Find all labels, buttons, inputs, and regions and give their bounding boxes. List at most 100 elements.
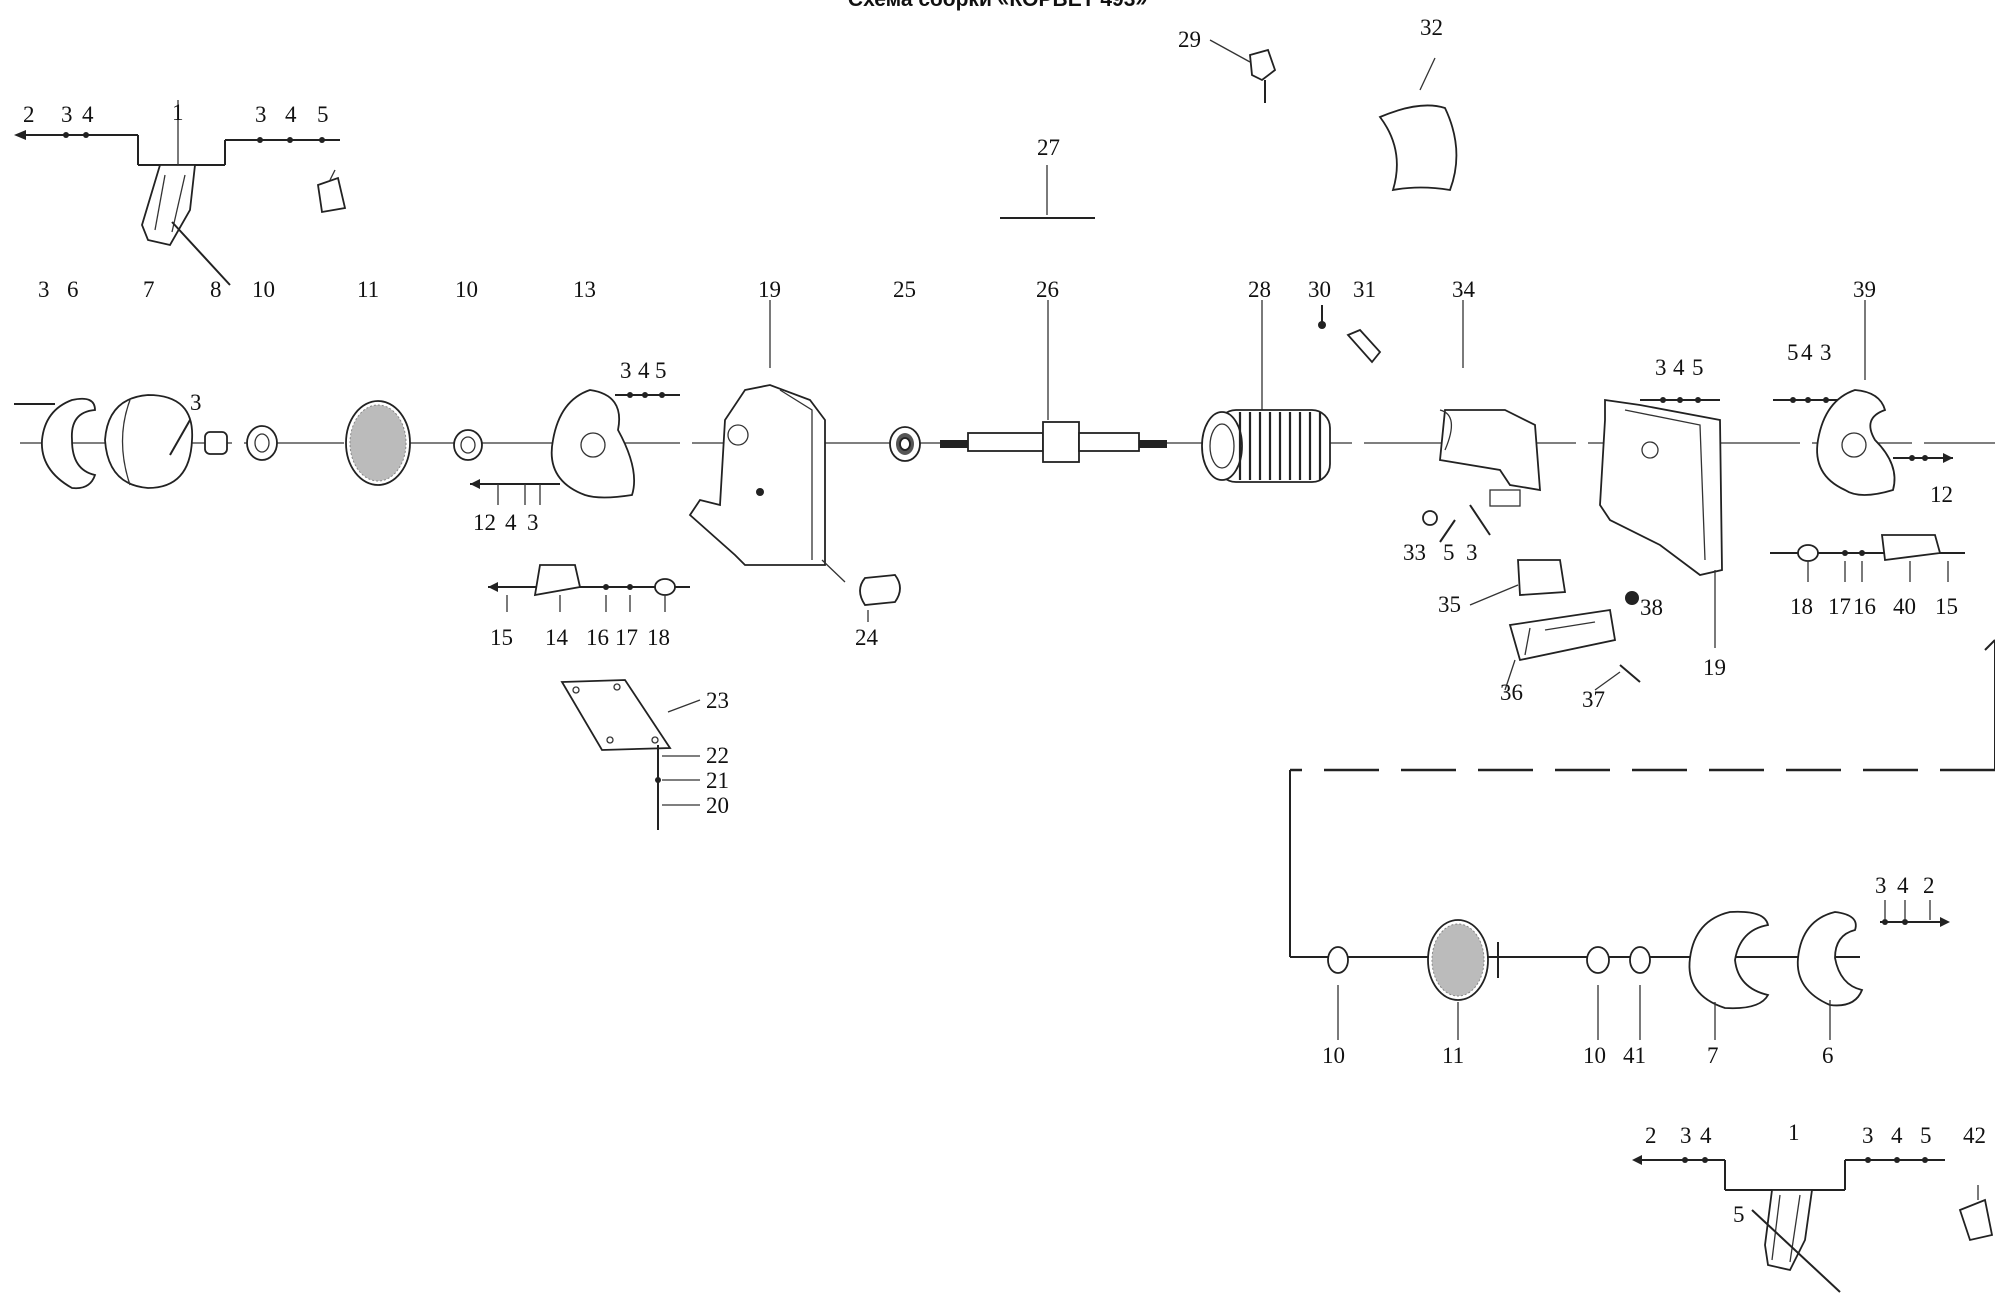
label-part-42: 42 — [1963, 1123, 1986, 1148]
part-23-plate — [560, 679, 701, 830]
label-part-3: 3 — [255, 102, 267, 127]
diagram-title: Схема сборки «КОРВЕТ 493» — [0, 0, 1995, 10]
connection-path — [1289, 639, 1995, 958]
part-13-guard — [470, 389, 680, 505]
lower-part-10-washer — [1327, 946, 1349, 1040]
label-part-28: 28 — [1248, 277, 1271, 302]
part-40-toolrest — [1770, 534, 1965, 582]
lower-part-11-wheel — [1427, 919, 1499, 1040]
part-19-right-housing — [1599, 397, 1723, 648]
part-39-right-guard — [1773, 300, 1953, 496]
label-part-5: 5 — [655, 358, 667, 383]
label-part-39: 39 — [1853, 277, 1876, 302]
lower-part-10-washer-2 — [1586, 946, 1610, 1040]
part-38-nut — [1625, 591, 1639, 605]
label-part-12: 12 — [473, 510, 496, 535]
part-29-plug — [1209, 39, 1277, 103]
label-part-20: 20 — [706, 793, 729, 818]
label-part-29: 29 — [1178, 27, 1201, 52]
label-part-10: 10 — [1322, 1043, 1345, 1068]
label-part-15: 15 — [1935, 594, 1958, 619]
label-part-25: 25 — [893, 277, 916, 302]
part-7-cover — [104, 394, 193, 489]
label-part-3: 3 — [61, 102, 73, 127]
label-part-11: 11 — [1442, 1043, 1464, 1068]
label-part-4: 4 — [1801, 340, 1813, 365]
part-labels: 2 3 4 1 3 4 5 29 32 27 3 6 7 8 10 11 10 … — [23, 15, 1986, 1227]
label-part-3: 3 — [1466, 540, 1478, 565]
label-part-38: 38 — [1640, 595, 1663, 620]
label-part-11: 11 — [357, 277, 379, 302]
label-part-3: 3 — [1875, 873, 1887, 898]
part-31-switch — [1346, 328, 1382, 364]
label-part-30: 30 — [1308, 277, 1331, 302]
label-part-34: 34 — [1452, 277, 1476, 302]
label-part-2: 2 — [1923, 873, 1935, 898]
part-36-bracket — [1504, 608, 1617, 691]
label-part-16: 16 — [1853, 594, 1876, 619]
label-part-17: 17 — [615, 625, 638, 650]
label-part-13: 13 — [573, 277, 596, 302]
label-part-26: 26 — [1036, 277, 1059, 302]
label-part-31: 31 — [1353, 277, 1376, 302]
label-part-6: 6 — [67, 277, 79, 302]
label-part-8: 8 — [210, 277, 222, 302]
label-part-15: 15 — [490, 625, 513, 650]
label-part-37: 37 — [1582, 687, 1605, 712]
lower-part-41-nut — [1629, 946, 1651, 1040]
label-part-27: 27 — [1037, 135, 1060, 160]
label-part-4: 4 — [1891, 1123, 1903, 1148]
part-24-capacitor — [859, 574, 901, 622]
lower-part-7-cover — [1688, 910, 1770, 1040]
label-part-1: 1 — [172, 100, 184, 125]
label-part-18: 18 — [1790, 594, 1813, 619]
part-19-housing — [688, 300, 846, 583]
part-25-bearing — [889, 426, 921, 462]
label-part-3: 3 — [620, 358, 632, 383]
label-part-3: 3 — [190, 390, 202, 415]
part-32-cover — [1378, 57, 1458, 192]
part-10-washer-2 — [453, 429, 483, 461]
label-part-10: 10 — [1583, 1043, 1606, 1068]
label-part-4: 4 — [638, 358, 650, 383]
label-part-5: 5 — [1787, 340, 1799, 365]
label-part-23: 23 — [706, 688, 729, 713]
part-6-guard — [14, 397, 97, 490]
part-27-shaft — [1000, 165, 1095, 219]
label-part-5: 5 — [317, 102, 329, 127]
label-part-7: 7 — [143, 277, 155, 302]
lower-part-6-guard — [1796, 911, 1864, 1040]
label-part-5: 5 — [1920, 1123, 1932, 1148]
label-part-17: 17 — [1828, 594, 1851, 619]
label-part-32: 32 — [1420, 15, 1443, 40]
part-10-washer — [246, 425, 278, 461]
label-part-3: 3 — [1820, 340, 1832, 365]
label-part-5: 5 — [1692, 355, 1704, 380]
label-part-18: 18 — [647, 625, 670, 650]
part-26-rotor-shaft — [940, 300, 1167, 463]
label-part-4: 4 — [285, 102, 297, 127]
label-part-4: 4 — [1897, 873, 1909, 898]
label-part-3: 3 — [1862, 1123, 1874, 1148]
lower-bolt-assembly — [1880, 900, 1950, 927]
label-part-41: 41 — [1623, 1043, 1646, 1068]
label-part-3: 3 — [1680, 1123, 1692, 1148]
bottom-bracket-assembly — [1632, 1155, 1994, 1293]
top-left-bracket-assembly — [14, 100, 347, 286]
label-part-3: 3 — [527, 510, 539, 535]
label-part-2: 2 — [1645, 1123, 1657, 1148]
label-part-10: 10 — [455, 277, 478, 302]
part-35-connector — [1469, 559, 1567, 606]
part-11-wheel — [345, 400, 411, 486]
label-part-2: 2 — [23, 102, 35, 127]
label-part-24: 24 — [855, 625, 879, 650]
part-34-terminal-cover — [1422, 300, 1541, 543]
label-part-40: 40 — [1893, 594, 1916, 619]
label-part-5: 5 — [1733, 1202, 1745, 1227]
label-part-4: 4 — [505, 510, 517, 535]
label-part-6: 6 — [1822, 1043, 1834, 1068]
label-part-14: 14 — [545, 625, 569, 650]
part-37-screw — [1594, 664, 1641, 691]
part-14-toolrest — [488, 564, 690, 612]
